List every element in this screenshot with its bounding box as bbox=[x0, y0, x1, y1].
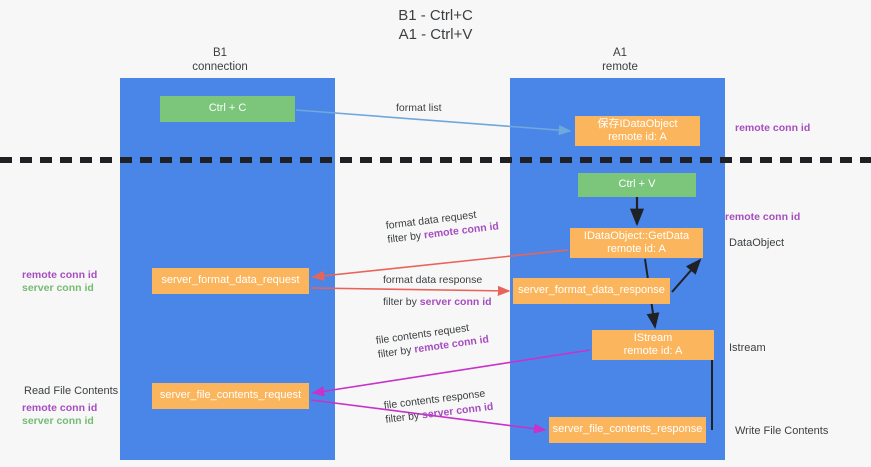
label-dataobject: DataObject bbox=[729, 237, 785, 249]
key-server-conn-id: server conn id bbox=[419, 296, 492, 308]
edge-file-contents-request bbox=[311, 349, 591, 397]
edge-label-format-data-response-filter: filter by server conn id bbox=[383, 296, 492, 308]
edge-format-list bbox=[295, 109, 572, 136]
node-ctrl-v[interactable]: Ctrl + V bbox=[578, 173, 696, 197]
node-server-format-data-request[interactable]: server_format_data_request bbox=[152, 268, 309, 294]
annotation-left-server-conn-id: server conn id bbox=[22, 282, 94, 294]
label-write-file-contents: Write File Contents bbox=[735, 425, 829, 437]
edge-label-format-list: format list bbox=[396, 102, 442, 114]
node-ctrl-c[interactable]: Ctrl + C bbox=[160, 96, 295, 122]
annotation-left-file-conn-ids: remote conn id server conn id bbox=[22, 402, 97, 428]
annotation-left-file-remote-conn-id: remote conn id bbox=[22, 402, 98, 414]
phase-divider bbox=[0, 157, 871, 163]
label-istream: Istream bbox=[729, 342, 766, 354]
node-server-file-contents-response[interactable]: server_file_contents_response bbox=[549, 417, 706, 443]
edge-format-data-response bbox=[310, 285, 511, 296]
swimlane-header-b1: B1 connection bbox=[192, 47, 248, 73]
edge-format-data-request bbox=[311, 249, 569, 281]
edge-format-response-to-getdata bbox=[671, 258, 702, 293]
annotation-mid-remote-conn-id: remote conn id bbox=[725, 211, 801, 223]
page-title: B1 - Ctrl+C A1 - Ctrl+V bbox=[398, 7, 473, 43]
label-read-file-contents: Read File Contents bbox=[24, 385, 119, 397]
swimlane-header-a1: A1 remote bbox=[602, 47, 638, 73]
annotation-left-conn-ids: remote conn id server conn id bbox=[22, 269, 97, 295]
edge-label-format-data-response-main: format data response bbox=[383, 274, 483, 286]
annotation-left-file-server-conn-id: server conn id bbox=[22, 415, 94, 427]
annotation-top-remote-conn-id: remote conn id bbox=[735, 122, 811, 134]
edge-file-contents-response bbox=[310, 399, 547, 434]
node-idataobject-getdata[interactable]: IDataObject::GetData remote id: A bbox=[570, 228, 703, 258]
node-server-format-data-response[interactable]: server_format_data_response bbox=[513, 278, 670, 304]
node-idataobject-remote-id[interactable]: 保存IDataObject remote id: A bbox=[575, 116, 700, 146]
node-istream-remote-id[interactable]: IStream remote id: A bbox=[592, 330, 714, 360]
edge-label-format-data-response: format data response filter by server co… bbox=[383, 273, 492, 309]
node-server-file-contents-request[interactable]: server_file_contents_request bbox=[152, 383, 309, 409]
annotation-left-remote-conn-id: remote conn id bbox=[22, 269, 98, 281]
